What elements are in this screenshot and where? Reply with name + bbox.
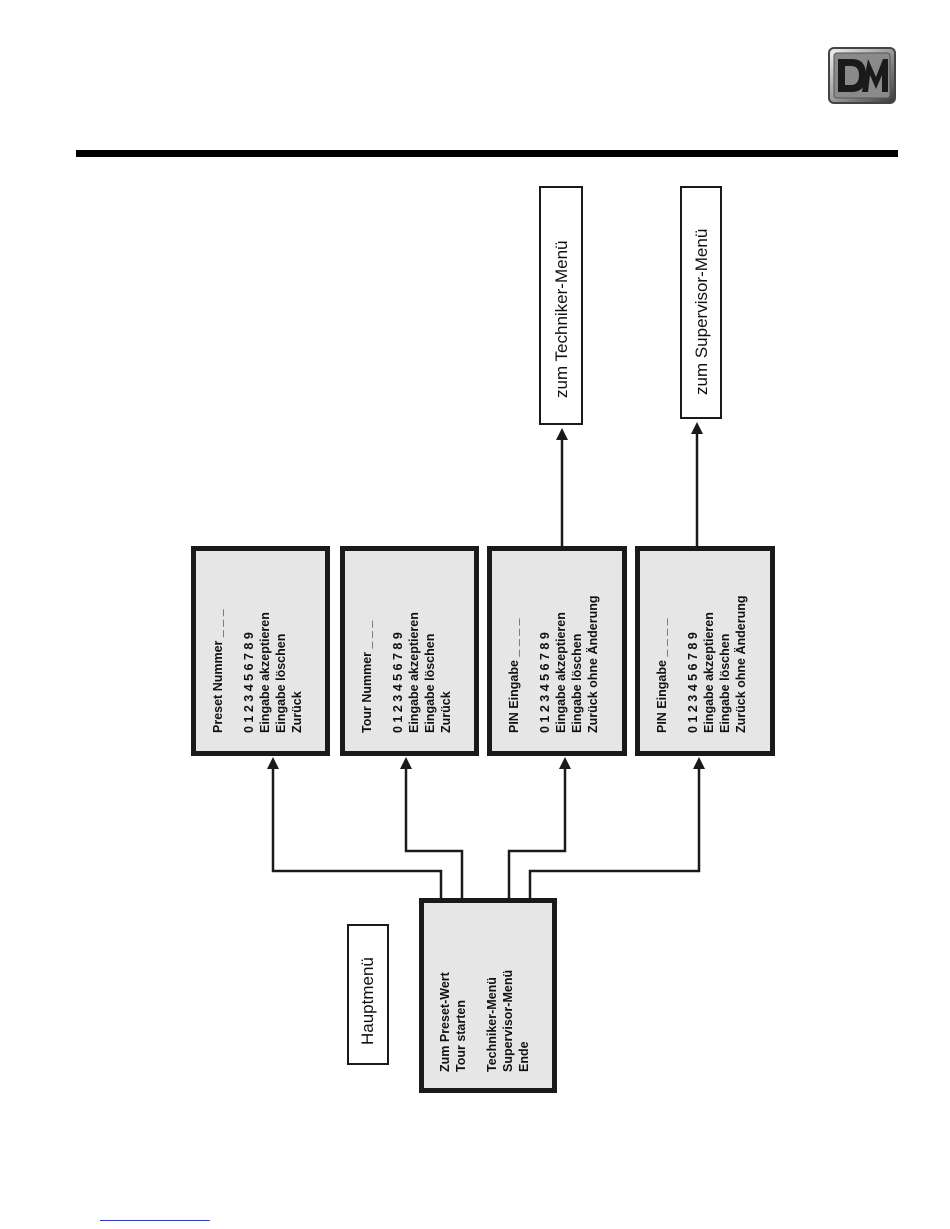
digit-row: 0 1 2 3 4 5 6 7 8 9 bbox=[686, 632, 701, 733]
pin-supervisor-box bbox=[635, 546, 775, 756]
back-without-change: Zurück ohne Änderung bbox=[733, 595, 748, 734]
pin-techniker-box bbox=[487, 546, 627, 756]
back-option: Zurück bbox=[438, 691, 453, 733]
menu-item-supervisor: Supervisor-Menü bbox=[500, 969, 515, 1072]
digit-row: 0 1 2 3 4 5 6 7 8 9 bbox=[391, 632, 406, 733]
main-menu-label-box bbox=[347, 924, 389, 1065]
techniker-destination-box bbox=[539, 186, 583, 425]
digit-row: 0 1 2 3 4 5 6 7 8 9 bbox=[538, 632, 553, 733]
connector-pin-supervisor bbox=[528, 757, 705, 898]
pin-entry-prompt: PIN Eingabe _ _ _ _ bbox=[507, 618, 521, 733]
pin-supervisor-text: PIN Eingabe _ _ _ _ 0 1 2 3 4 5 6 7 8 9 … bbox=[655, 596, 749, 734]
techniker-destination-label: zum Techniker-Menü bbox=[552, 240, 571, 398]
digit-row: 0 1 2 3 4 5 6 7 8 9 bbox=[242, 632, 257, 733]
tour-menu-box bbox=[340, 546, 479, 756]
menu-spacer bbox=[376, 612, 392, 733]
preset-menu-box bbox=[191, 546, 330, 756]
pin-entry-prompt: PIN Eingabe _ _ _ _ bbox=[655, 618, 669, 733]
accept-entry: Eingabe akzeptieren bbox=[702, 612, 717, 733]
preset-number-prompt: Preset Nummer _ _ _ bbox=[211, 609, 225, 733]
menu-item-ende: Ende bbox=[516, 1041, 531, 1072]
menu-item-tour: Tour starten bbox=[453, 1000, 468, 1072]
footer-link-underline bbox=[100, 1220, 210, 1221]
preset-menu-text: Preset Nummer _ _ _ 0 1 2 3 4 5 6 7 8 9 … bbox=[211, 609, 305, 733]
connector-pin-techniker bbox=[507, 757, 571, 898]
accept-entry: Eingabe akzeptieren bbox=[258, 612, 273, 733]
accept-entry: Eingabe akzeptieren bbox=[554, 612, 569, 733]
accept-entry: Eingabe akzeptieren bbox=[407, 612, 422, 733]
header-rule bbox=[76, 150, 898, 157]
menu-spacer bbox=[523, 596, 539, 734]
supervisor-destination-box bbox=[680, 186, 722, 419]
tour-menu-text: Tour Nummer _ _ _ 0 1 2 3 4 5 6 7 8 9 Ei… bbox=[360, 612, 454, 733]
clear-entry: Eingabe löschen bbox=[422, 633, 437, 733]
supervisor-destination-label: zum Supervisor-Menü bbox=[692, 228, 711, 395]
pin-techniker-text: PIN Eingabe _ _ _ _ 0 1 2 3 4 5 6 7 8 9 … bbox=[507, 596, 601, 734]
connector-tour bbox=[400, 757, 464, 898]
clear-entry: Eingabe löschen bbox=[717, 633, 732, 733]
main-menu-label: Hauptmenü bbox=[358, 957, 377, 1045]
menu-spacer bbox=[227, 609, 243, 733]
clear-entry: Eingabe löschen bbox=[273, 633, 288, 733]
back-option: Zurück bbox=[289, 691, 304, 733]
menu-item-techniker: Techniker-Menü bbox=[485, 977, 500, 1072]
main-menu-items: Zum Preset-Wert Tour starten Techniker-M… bbox=[438, 970, 532, 1072]
menu-item-preset: Zum Preset-Wert bbox=[438, 972, 452, 1072]
main-menu-box bbox=[419, 898, 557, 1093]
tour-number-prompt: Tour Nummer _ _ _ bbox=[360, 620, 374, 733]
menu-spacer bbox=[469, 970, 485, 1072]
clear-entry: Eingabe löschen bbox=[569, 633, 584, 733]
menu-spacer bbox=[671, 596, 687, 734]
dm-logo bbox=[828, 47, 896, 104]
back-without-change: Zurück ohne Änderung bbox=[585, 595, 600, 734]
connector-preset bbox=[267, 757, 443, 898]
